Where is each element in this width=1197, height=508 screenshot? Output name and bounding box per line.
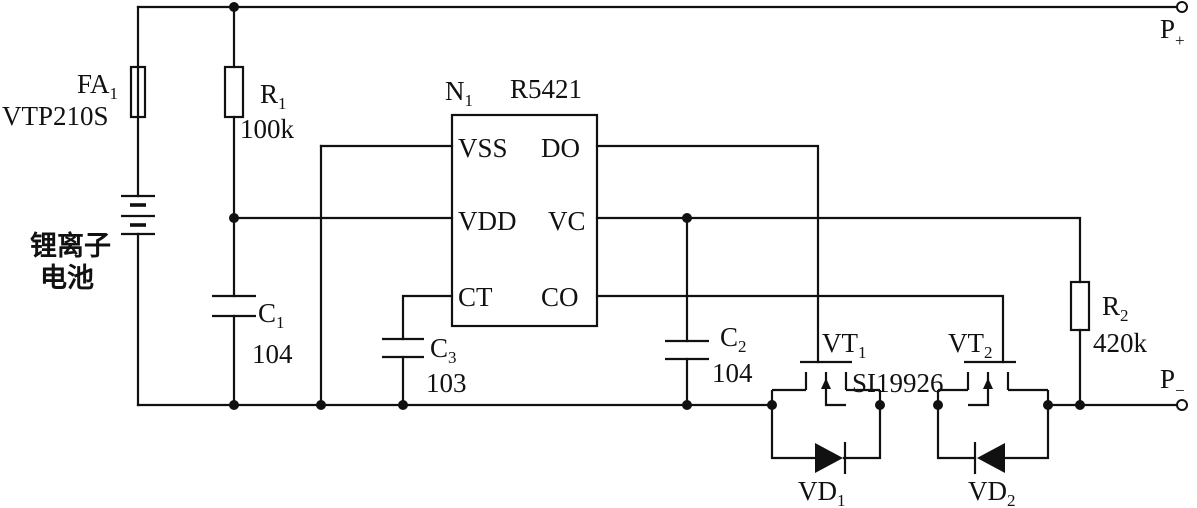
terminal-p-minus [1176,399,1188,411]
vd1-label: VD1 [798,476,846,508]
c3-value-label: 103 [426,368,467,398]
diode-vd2 [973,442,1005,474]
fuse-part-label: VTP210S [2,101,109,131]
mosfet-vt2 [936,360,1050,407]
resistor-r1 [223,65,245,119]
p-minus-label: P− [1160,364,1185,400]
ic-pin-vdd: VDD [458,206,517,236]
p-plus-label: P+ [1160,14,1185,50]
battery-label-line2: 电池 [40,263,94,294]
ic-n1-body [450,113,599,328]
terminal-p-plus [1176,1,1188,13]
resistor-r2 [1069,280,1091,332]
battery-cell [121,194,155,236]
diode-vd1 [815,442,847,474]
ic-pin-do: DO [541,133,580,163]
c2-value-label: 104 [712,358,753,388]
vt1-label: VT1 [822,328,867,362]
junction-dots [229,2,1085,410]
c1-ref-label: C1 [258,298,285,332]
r1-value-label: 100k [240,114,295,144]
ic-pin-co: CO [541,282,579,312]
mosfet-part-label: SI19926 [852,368,944,398]
ic-pin-vc: VC [548,206,586,236]
r1-ref-label: R1 [260,79,287,113]
capacitor-c2 [665,339,709,361]
c2-ref-label: C2 [720,322,747,356]
ic-part-label: R5421 [510,74,582,104]
vd2-label: VD2 [968,476,1016,508]
vt2-label: VT2 [948,328,993,362]
r2-value-label: 420k [1093,328,1148,358]
battery-label-line1: 锂离子 [30,230,111,262]
ic-ref-label: N1 [445,76,473,110]
r2-ref-label: R2 [1102,291,1129,325]
capacitor-c3 [382,337,424,359]
ic-pin-vss: VSS [458,133,508,163]
fuse-fa1 [129,65,147,119]
ic-pin-ct: CT [458,282,493,312]
c3-ref-label: C3 [430,333,457,367]
wires [136,5,1182,460]
fuse-ref-label: FA1 [77,69,118,103]
c1-value-label: 104 [252,339,293,369]
capacitor-c1 [212,294,256,318]
mosfet-vt1 [770,360,882,407]
